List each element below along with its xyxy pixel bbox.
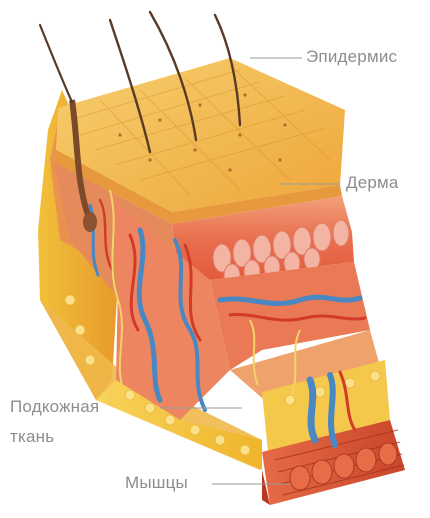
label-epidermis: Эпидермис — [306, 48, 397, 65]
label-dermis: Дерма — [346, 174, 399, 191]
label-subcutaneous-line1: Подкожная — [10, 398, 99, 415]
label-subcutaneous-line2: ткань — [10, 428, 54, 445]
label-muscles: Мышцы — [125, 474, 188, 491]
